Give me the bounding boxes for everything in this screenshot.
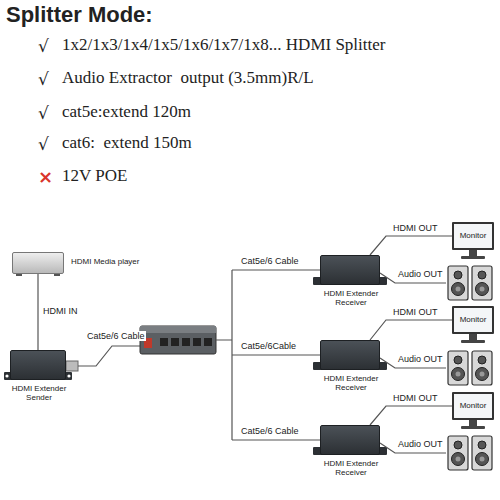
device-label: HDMI Extender Sender: [6, 384, 72, 402]
cable-label: Cat5e/6 Cable: [240, 256, 300, 266]
check-mark: √: [38, 36, 49, 56]
cable-label: Cat5e/6 Cable: [240, 426, 300, 436]
device-label: HDMI Extender Receiver: [318, 459, 384, 477]
device-label: HDMI Extender Receiver: [318, 374, 384, 392]
cable-label: Cat5e/6Cable: [240, 341, 297, 351]
media-player: HDMI Media player: [12, 252, 64, 274]
check-mark: √: [38, 134, 49, 154]
feature-text: 1x2/1x3/1x4/1x5/1x6/1x7/1x8... HDMI Spli…: [62, 35, 385, 55]
cable-connector: [370, 320, 452, 340]
audio-label: Audio OUT: [397, 269, 444, 279]
cable-connector: [37, 274, 38, 350]
extender-receiver: HDMI Extender Receiver: [320, 255, 380, 285]
audio-label: Audio OUT: [397, 439, 444, 449]
port-label: HDMI OUT: [392, 307, 439, 317]
check-mark: √: [38, 103, 49, 123]
feature-text: Audio Extractor output (3.5mm)R/L: [62, 68, 314, 88]
device-label: Monitor: [460, 231, 487, 240]
audio-label: Audio OUT: [397, 354, 444, 364]
port-label: HDMI IN: [42, 306, 79, 316]
feature-text: cat5e:extend 120m: [62, 102, 191, 122]
extender-receiver: HDMI Extender Receiver: [320, 340, 380, 370]
check-mark: √: [38, 69, 49, 89]
monitor-screen: Monitor: [452, 306, 494, 334]
feature-text: 12V POE: [62, 166, 127, 186]
extender-receiver: HDMI Extender Receiver: [320, 425, 380, 455]
monitor-screen: Monitor: [452, 392, 494, 420]
cable-label: Cat5e/6 Cable: [86, 331, 146, 341]
feature-text: cat6: extend 150m: [62, 133, 192, 153]
cable-connector: [370, 406, 452, 425]
title: Splitter Mode:: [6, 2, 153, 28]
device-label: HDMI Media player: [71, 257, 139, 266]
monitor-screen: Monitor: [452, 222, 494, 250]
cable-connector: [370, 236, 452, 255]
port-label: HDMI OUT: [392, 393, 439, 403]
device-label: Monitor: [460, 401, 487, 410]
device-label: Monitor: [460, 315, 487, 324]
cross-mark: ×: [38, 166, 53, 187]
extender-sender: HDMI Extender Sender: [10, 350, 66, 380]
device-label: HDMI Extender Receiver: [318, 289, 384, 307]
port-label: HDMI OUT: [392, 223, 439, 233]
